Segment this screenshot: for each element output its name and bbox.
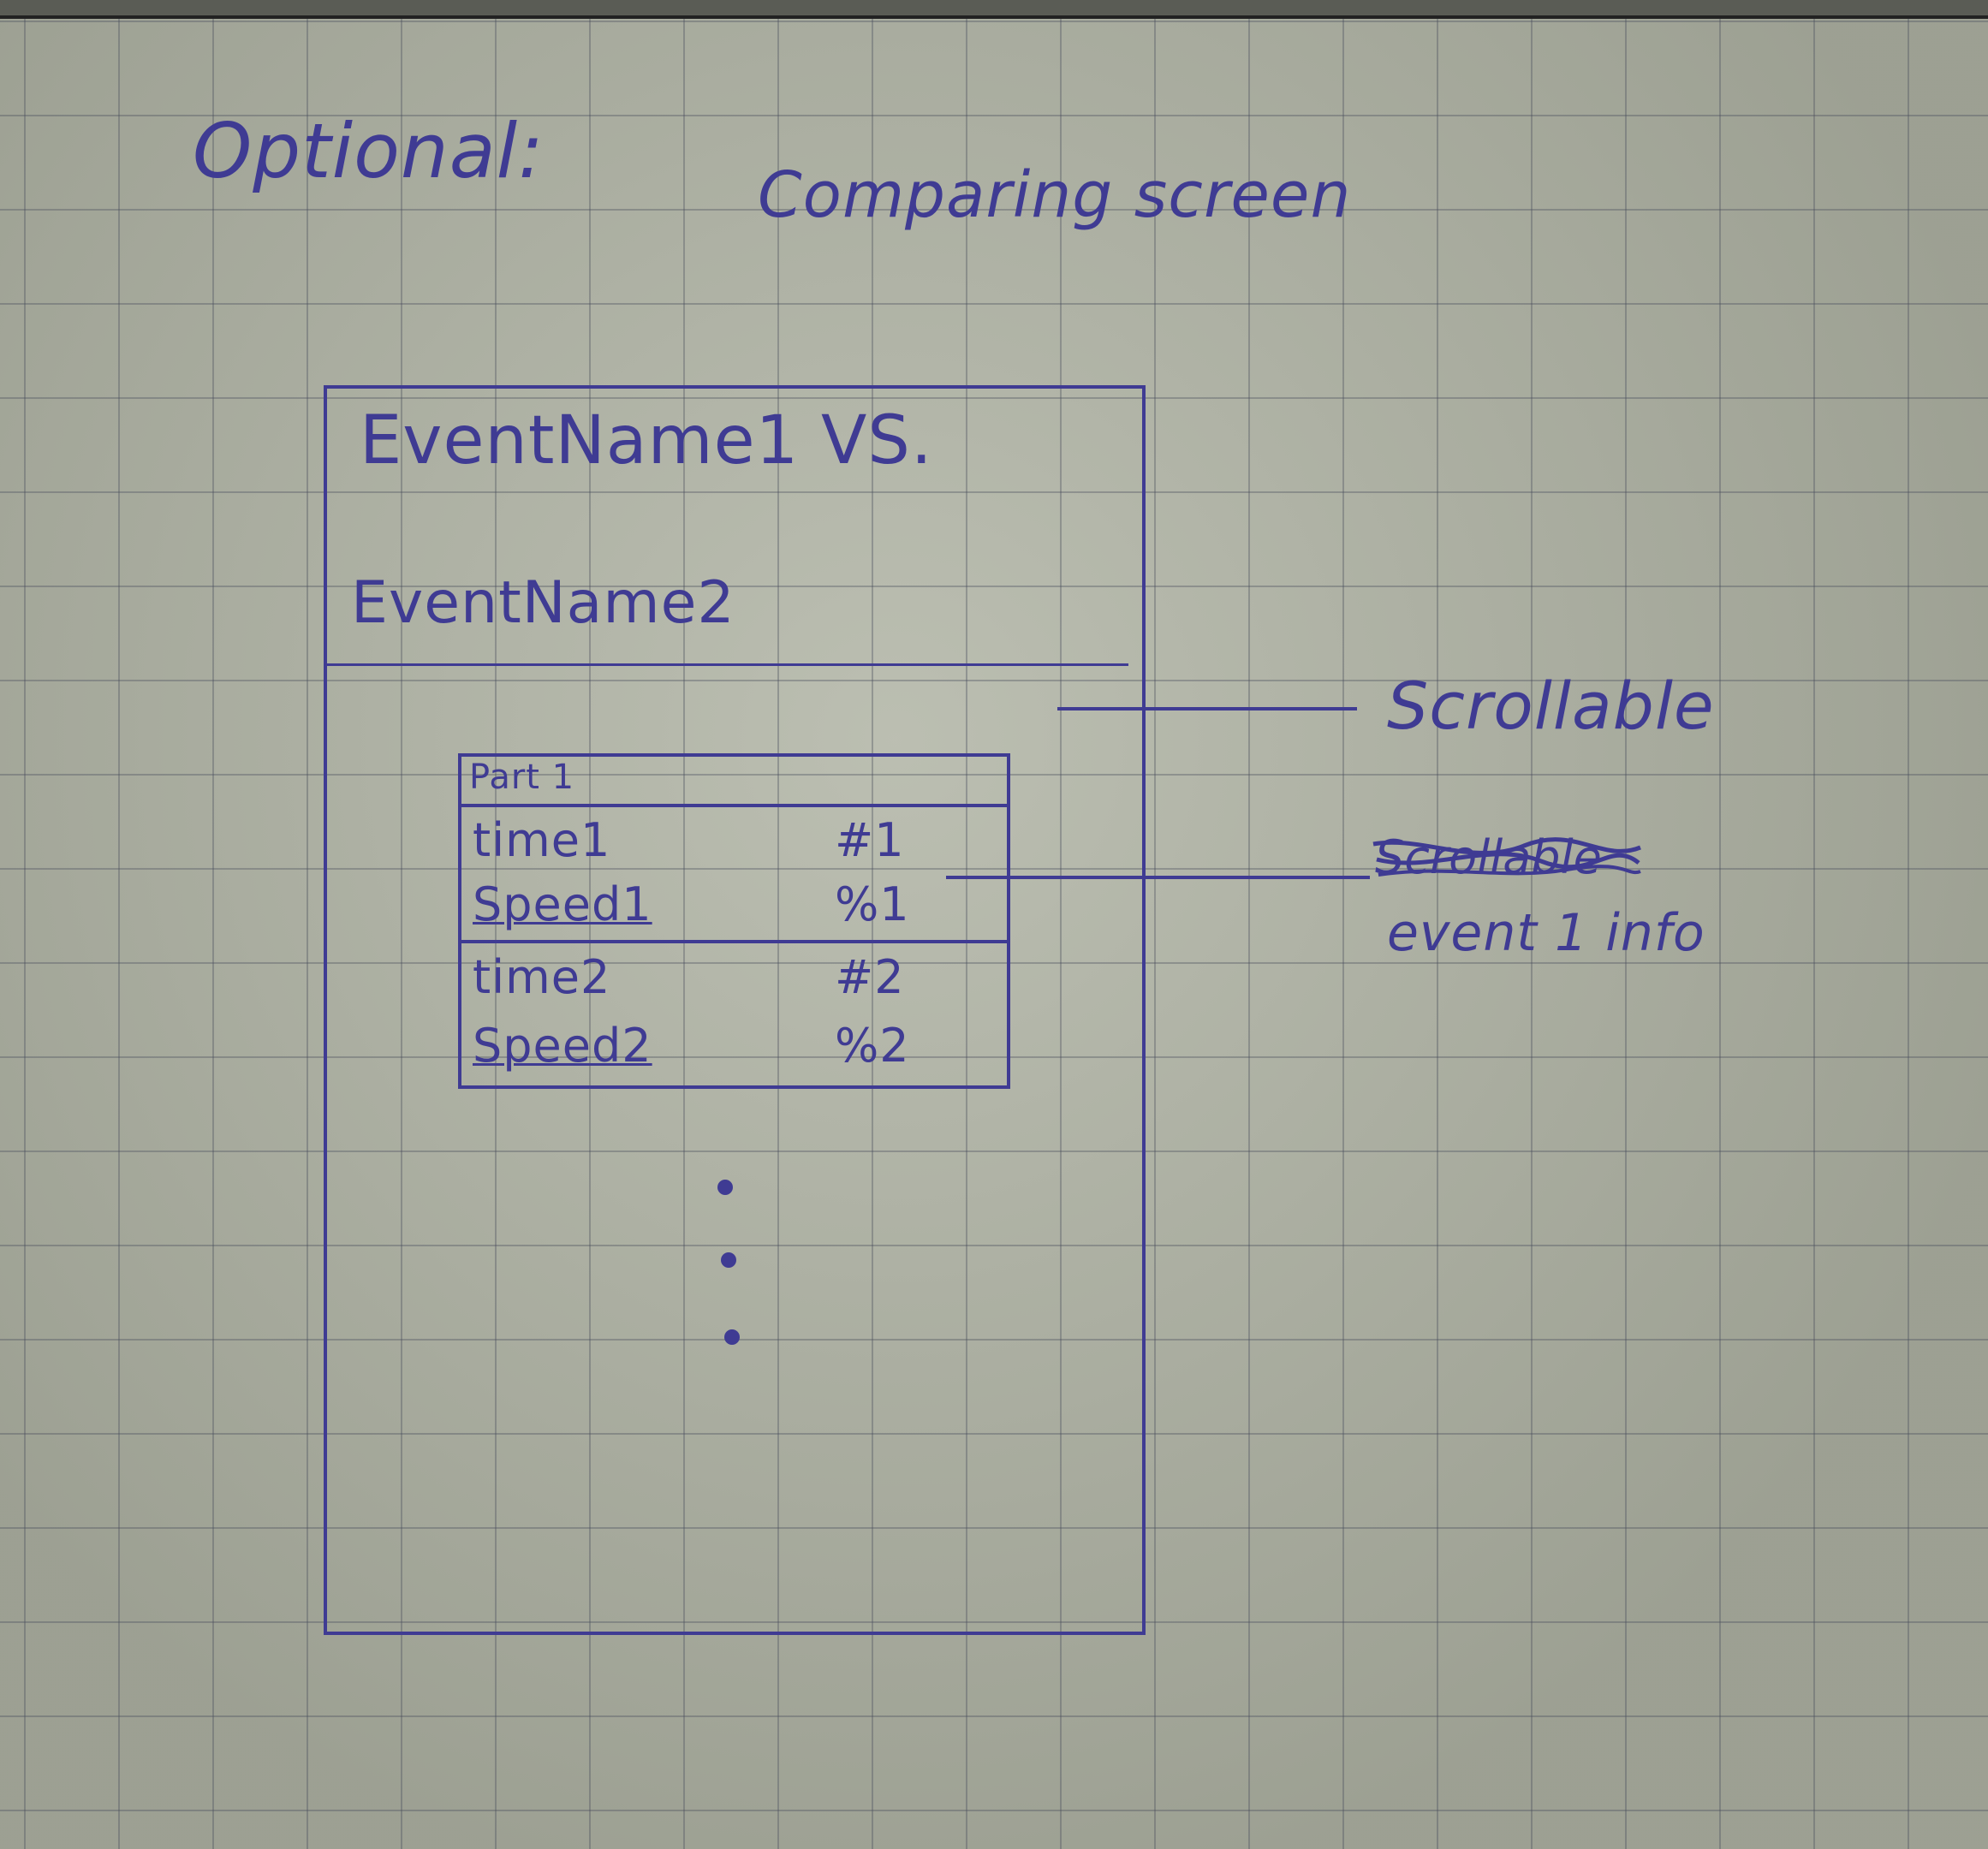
- callout-line-inner: [946, 876, 1370, 879]
- event-name-1-vs: EventName1 VS.: [360, 402, 933, 479]
- ellipsis-dot-1: [717, 1180, 733, 1195]
- row-value-speed1: %1: [835, 877, 910, 931]
- table-header-label: Part 1: [469, 758, 575, 797]
- row-value-speed2: %2: [835, 1019, 910, 1073]
- comparison-table[interactable]: [458, 753, 1010, 1089]
- row-label-speed1: Speed1: [473, 877, 652, 931]
- row-label-time1: time1: [473, 813, 611, 867]
- struck-out-scrollable: Scrollable: [1372, 830, 1641, 884]
- phone-screen-frame: [324, 385, 1146, 1635]
- event-name-2: EventName2: [351, 569, 735, 637]
- row-value-time2: #2: [835, 950, 905, 1004]
- callout-scrollable-outer: Scrollable: [1387, 668, 1715, 744]
- row-label-time2: time2: [473, 950, 611, 1004]
- callout-line-outer: [1057, 707, 1357, 710]
- page-title: Optional:: [193, 107, 545, 195]
- row-value-time1: #1: [835, 813, 905, 867]
- header-divider: [324, 663, 1128, 666]
- ellipsis-dot-2: [721, 1252, 736, 1268]
- table-header-row: [458, 766, 1010, 807]
- page-subtitle: Comparing screen: [758, 158, 1352, 232]
- row-label-speed2: Speed2: [473, 1019, 652, 1073]
- ellipsis-dot-3: [724, 1329, 740, 1345]
- paper-top-edge: [0, 0, 1988, 19]
- table-group-divider: [458, 940, 1010, 943]
- callout-event-1-info: event 1 info: [1387, 903, 1705, 963]
